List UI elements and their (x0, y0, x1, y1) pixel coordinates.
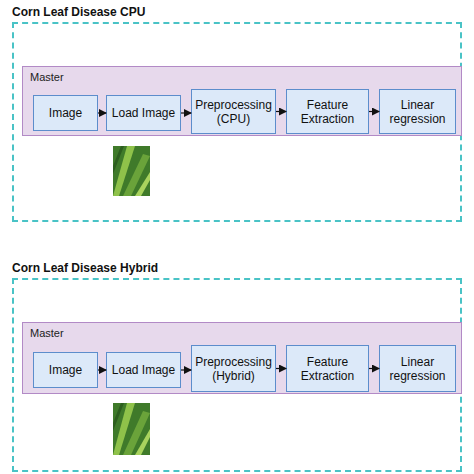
leaf-photo (113, 146, 150, 196)
band-label: Master (30, 71, 64, 83)
box-label: Load Image (110, 106, 177, 120)
box-label: Preprocessing (CPU) (192, 98, 275, 126)
group-title: Corn Leaf Disease Hybrid (12, 261, 158, 275)
master-band: MasterImage Load Image Preprocessing (Hybr… (22, 322, 462, 394)
process-box: Feature Extraction (286, 89, 369, 134)
box-label: Feature Extraction (287, 355, 368, 383)
process-box: Load Image (106, 95, 181, 131)
dashed-group: Corn Leaf Disease HybridMasterImageLoad … (12, 278, 462, 472)
box-label: Feature Extraction (287, 98, 368, 126)
master-band: MasterImage Load Image Preprocessing (CPU)… (22, 66, 462, 136)
process-box: Preprocessing (CPU) (191, 89, 276, 134)
box-label: Preprocessing (Hybrid) (192, 355, 275, 383)
box-label: Linear regression (380, 355, 455, 383)
process-box: Feature Extraction (286, 345, 369, 392)
process-box: Image (33, 352, 98, 388)
flow-arrow (276, 368, 286, 369)
box-label: Linear regression (380, 98, 455, 126)
flow-arrow (369, 111, 379, 112)
box-label: Image (47, 363, 84, 377)
process-box: Linear regression (379, 89, 456, 134)
process-box: Load Image (106, 352, 181, 388)
flow-arrow (181, 369, 191, 370)
dashed-group: Corn Leaf Disease CPUMasterImageLoad Ima… (12, 22, 462, 222)
flow-arrow (98, 112, 106, 113)
process-box: Preprocessing (Hybrid) (191, 345, 276, 392)
process-box: Image (33, 95, 98, 131)
flow-arrow (369, 368, 379, 369)
band-label: Master (30, 327, 64, 339)
group-title: Corn Leaf Disease CPU (12, 5, 145, 19)
box-label: Image (47, 106, 84, 120)
leaf-photo (113, 403, 150, 455)
box-label: Load Image (110, 363, 177, 377)
process-box: Linear regression (379, 345, 456, 392)
flow-arrow (181, 112, 191, 113)
flow-arrow (276, 111, 286, 112)
flow-arrow (98, 369, 106, 370)
